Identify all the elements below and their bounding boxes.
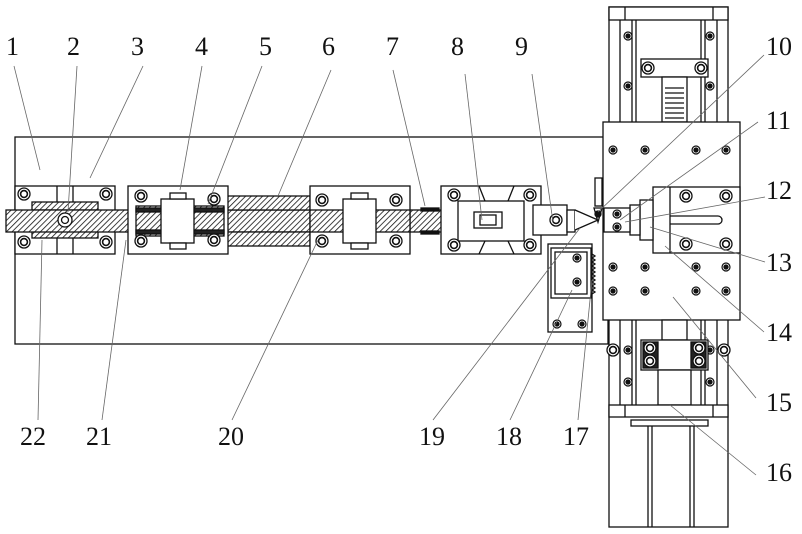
- callout-21: 21: [86, 422, 112, 451]
- drive-block: [440, 185, 542, 255]
- slider-block-1: [127, 185, 229, 255]
- callout-18: 18: [496, 422, 522, 451]
- callout-16: 16: [766, 458, 792, 487]
- leader-lines: [13, 54, 766, 476]
- callout-1: 1: [6, 32, 19, 61]
- callout-15: 15: [766, 388, 792, 417]
- callout-13: 13: [766, 248, 792, 277]
- callout-10: 10: [766, 32, 792, 61]
- callout-4: 4: [195, 32, 208, 61]
- callout-8: 8: [451, 32, 464, 61]
- callout-22: 22: [20, 422, 46, 451]
- callout-5: 5: [259, 32, 272, 61]
- callout-2: 2: [67, 32, 80, 61]
- callout-20: 20: [218, 422, 244, 451]
- callout-9: 9: [515, 32, 528, 61]
- callout-11: 11: [766, 106, 792, 135]
- callout-17: 17: [563, 422, 589, 451]
- callout-6: 6: [322, 32, 335, 61]
- callout-7: 7: [386, 32, 399, 61]
- vertical-linear-module: [593, 6, 741, 528]
- callout-12: 12: [766, 176, 792, 205]
- callout-3: 3: [131, 32, 144, 61]
- clamp-plate: [547, 243, 597, 333]
- callout-19: 19: [419, 422, 445, 451]
- slider-block-2: [309, 185, 411, 255]
- callout-14: 14: [766, 318, 792, 347]
